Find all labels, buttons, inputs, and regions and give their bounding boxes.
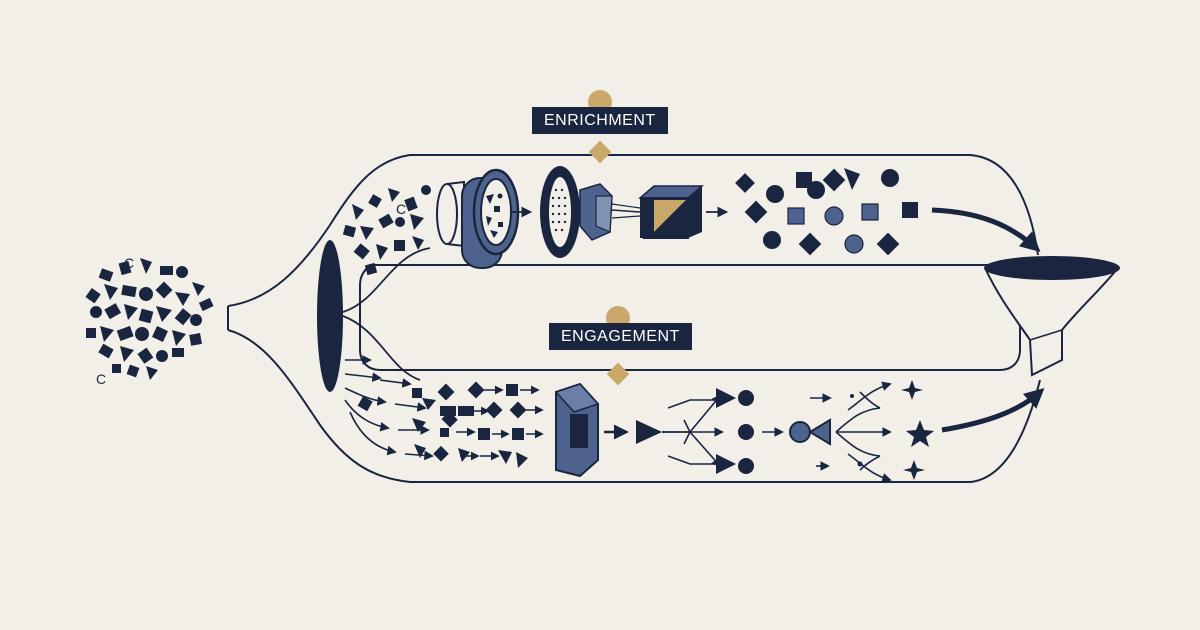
- star-icons: [850, 380, 934, 480]
- sieve-disc: [540, 166, 580, 258]
- arrow-stream-shapes: [357, 383, 458, 462]
- prism-block: [579, 183, 613, 241]
- enrichment-label: ENRICHMENT: [532, 107, 668, 134]
- enrichment-diamond: [588, 140, 612, 164]
- filter-cylinder: [436, 168, 520, 269]
- arrow-streams: [344, 355, 434, 461]
- enrichment-output-arrow: [931, 207, 1041, 252]
- converter-node: [789, 393, 832, 471]
- splitter-disc: [317, 240, 343, 392]
- branching-tree: [636, 388, 784, 474]
- engagement-diamond: [606, 362, 630, 386]
- engagement-output-arrow: [941, 387, 1045, 433]
- fragment-letter: C: [124, 255, 134, 271]
- shape-columns: [440, 381, 544, 468]
- prism-ray: [611, 203, 641, 209]
- prism-ray: [611, 215, 641, 219]
- engagement-label: ENGAGEMENT: [549, 323, 692, 350]
- split-lines: [342, 247, 431, 381]
- fragment-letter: C: [396, 201, 406, 217]
- enrichment-fragments: [342, 185, 431, 276]
- raw-fragment-pile: [85, 258, 214, 380]
- prism-cube: [637, 185, 705, 239]
- star-outputs: [835, 381, 892, 483]
- funnel-block: [554, 382, 600, 478]
- sorted-shapes: [735, 168, 918, 256]
- prism-ray: [611, 209, 641, 213]
- fragment-letter: C: [96, 371, 106, 387]
- output-funnel: [984, 256, 1120, 377]
